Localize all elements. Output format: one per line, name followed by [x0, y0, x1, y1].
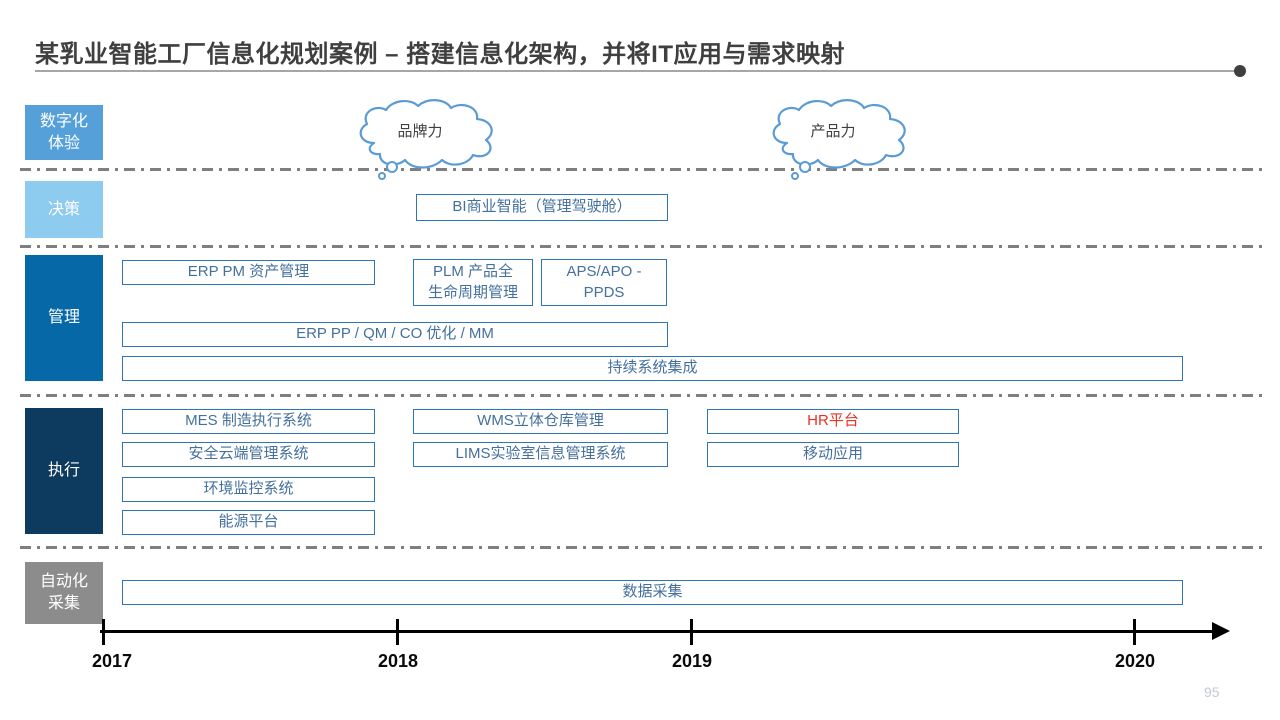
timeline-axis [100, 630, 1216, 633]
box-security-cloud-management: 安全云端管理系统 [122, 442, 375, 467]
timeline-tick-2017 [102, 619, 105, 645]
timeline-year-label: 2018 [377, 651, 419, 671]
lane-label-execution: 执行 [25, 408, 103, 534]
box-plm: PLM 产品全 生命周期管理 [413, 259, 533, 306]
lane-label-automation: 自动化 采集 [25, 562, 103, 624]
box-energy-platform: 能源平台 [122, 510, 375, 535]
timeline-tick-2018 [396, 619, 399, 645]
thought-bubble-brand: 品牌力 [352, 96, 502, 180]
timeline-arrowhead-icon [1212, 622, 1230, 640]
timeline-year-label: 2019 [671, 651, 713, 671]
title-underline-end-dot [1234, 65, 1246, 77]
dashed-separator [20, 394, 1262, 397]
timeline-year-label: 2017 [91, 651, 133, 671]
timeline-tick-2020 [1133, 619, 1136, 645]
title-underline [35, 70, 1238, 72]
cloud-text-brand: 品牌力 [397, 123, 443, 140]
dashed-separator [20, 546, 1262, 549]
box-erp-pm: ERP PM 资产管理 [122, 260, 375, 285]
lane-label-management: 管理 [25, 255, 103, 381]
cloud-icon [359, 99, 493, 180]
timeline-year-label: 2020 [1114, 651, 1156, 671]
box-lims: LIMS实验室信息管理系统 [413, 442, 668, 467]
box-wms: WMS立体仓库管理 [413, 409, 668, 434]
thought-bubble-product: 产品力 [765, 96, 915, 180]
lane-label-digital-experience: 数字化 体验 [25, 105, 103, 160]
cloud-text-product: 产品力 [810, 123, 856, 140]
box-environment-monitoring: 环境监控系统 [122, 477, 375, 502]
box-hr-platform: HR平台 [707, 409, 959, 434]
dashed-separator [20, 168, 1262, 171]
dashed-separator [20, 245, 1262, 248]
cloud-icon [772, 99, 906, 180]
box-continuous-system-integration: 持续系统集成 [122, 356, 1183, 381]
box-data-collection: 数据采集 [122, 580, 1183, 605]
lane-label-decision: 决策 [25, 181, 103, 238]
box-aps-apo-ppds: APS/APO - PPDS [541, 259, 667, 306]
box-erp-pp-qm-co-mm: ERP PP / QM / CO 优化 / MM [122, 322, 668, 347]
box-mes: MES 制造执行系统 [122, 409, 375, 434]
box-bi-business-intelligence: BI商业智能（管理驾驶舱） [416, 194, 668, 221]
box-mobile-app: 移动应用 [707, 442, 959, 467]
page-number: 95 [1204, 684, 1220, 700]
page-title: 某乳业智能工厂信息化规划案例 – 搭建信息化架构，并将IT应用与需求映射 [35, 41, 846, 68]
timeline-tick-2019 [690, 619, 693, 645]
